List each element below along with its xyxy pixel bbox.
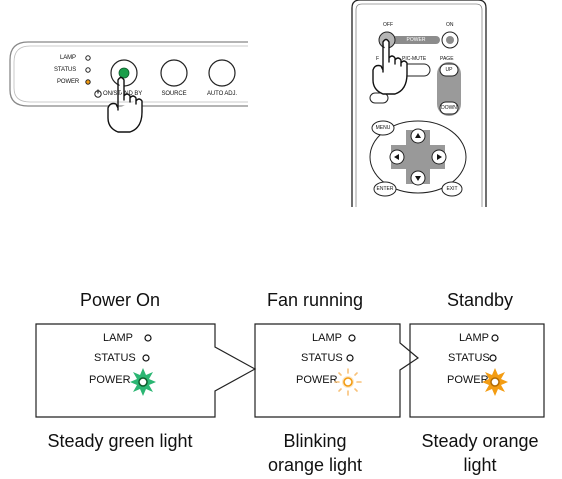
state3-status-label: STATUS xyxy=(448,352,490,364)
state3-lamp-label: LAMP xyxy=(459,332,489,344)
remote-up-label: UP xyxy=(445,67,453,73)
state-title-fan-running: Fan running xyxy=(266,290,364,310)
state1-lamp-label: LAMP xyxy=(103,332,133,344)
state2-lamp-label: LAMP xyxy=(312,332,342,344)
remote-power-label: POWER xyxy=(406,37,426,43)
remote-on-label: ON xyxy=(446,22,454,28)
source-label: SOURCE xyxy=(161,91,187,97)
remote-pic-mute-label: PIC-MUTE xyxy=(402,56,427,62)
power-label: POWER xyxy=(57,79,80,85)
caption-fan-running-line2: orange light xyxy=(267,455,363,475)
remote-off-label: OFF xyxy=(383,22,393,28)
caption-standby-line2: light xyxy=(463,455,497,475)
state-title-power-on: Power On xyxy=(79,290,161,310)
caption-power-on: Steady green light xyxy=(47,431,193,451)
lamp-label: LAMP xyxy=(60,55,76,61)
remote-enter-label: ENTER xyxy=(376,186,394,192)
remote-down-label: DOWN xyxy=(441,105,457,111)
state2-status-label: STATUS xyxy=(301,352,343,364)
caption-standby-line1: Steady orange xyxy=(421,431,539,451)
remote-menu-label: MENU xyxy=(375,125,391,131)
state-title-standby: Standby xyxy=(446,290,514,310)
caption-fan-running-line1: Blinking xyxy=(283,431,347,451)
auto-adjust-label: AUTO ADJ. xyxy=(207,91,237,97)
status-label: STATUS xyxy=(54,67,77,73)
state2-power-label: POWER xyxy=(296,374,338,386)
remote-exit-label: EXIT xyxy=(446,186,458,192)
state1-status-label: STATUS xyxy=(94,352,136,364)
remote-partial-label: F xyxy=(376,56,380,62)
remote-page-label: PAGE xyxy=(440,56,454,62)
state1-power-label: POWER xyxy=(89,374,131,386)
state3-power-label: POWER xyxy=(447,374,489,386)
